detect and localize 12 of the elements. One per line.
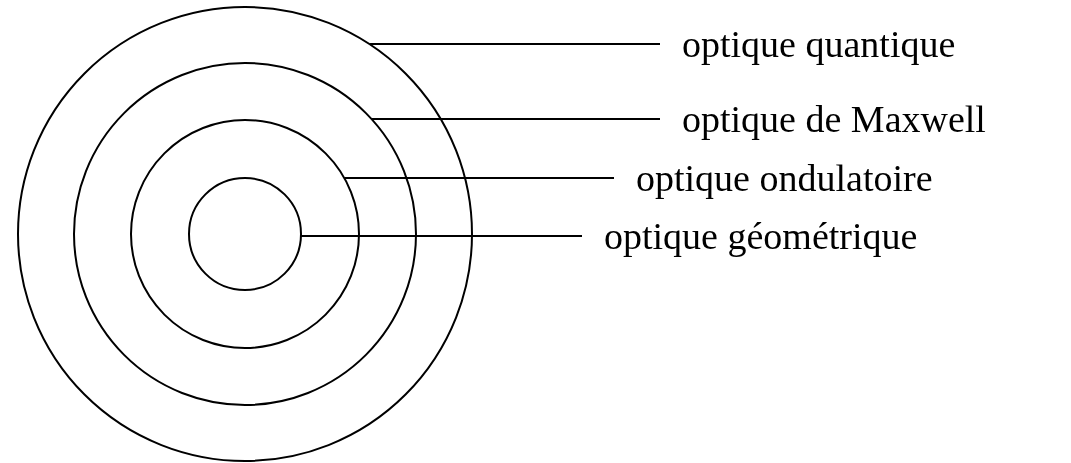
layer-label: optique de Maxwell	[682, 97, 986, 141]
layer-label: optique géométrique	[604, 214, 918, 258]
leader-line	[369, 43, 661, 45]
circle-outline	[73, 62, 417, 406]
circle-outline	[130, 119, 360, 349]
circle-outline	[188, 177, 302, 291]
leader-line	[370, 118, 661, 120]
layer-label: optique ondulatoire	[636, 156, 933, 200]
circle-outline	[17, 6, 473, 462]
leader-line	[343, 177, 615, 179]
layer-label: optique quantique	[682, 22, 956, 66]
leader-line	[299, 235, 583, 237]
